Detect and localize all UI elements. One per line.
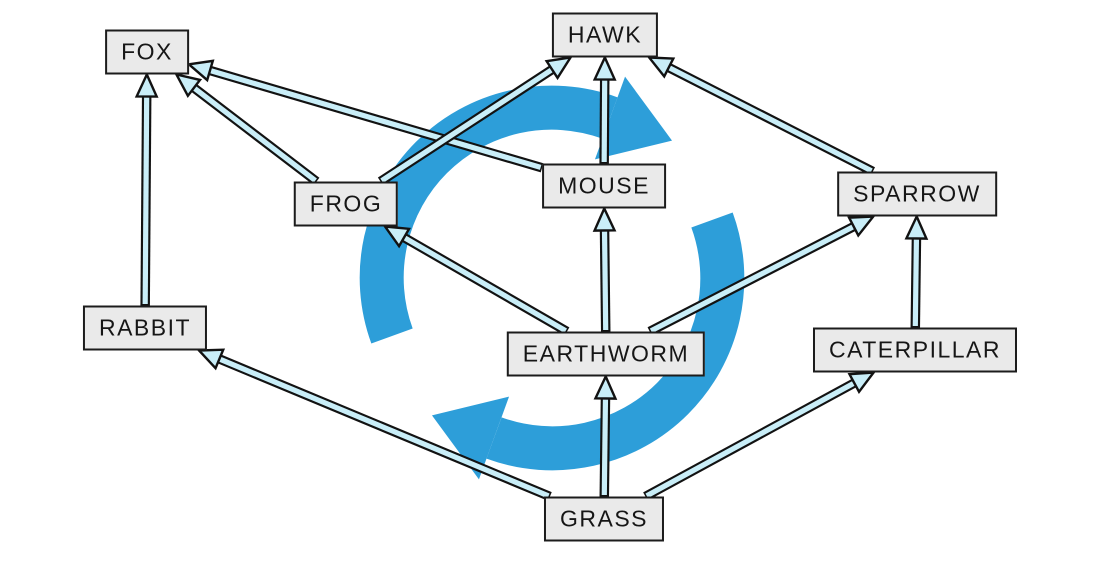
node-hawk: HAWK: [551, 12, 659, 58]
arrow-earthworm-to-mouse: [592, 205, 617, 332]
node-mouse: MOUSE: [542, 163, 666, 209]
arrow-grass-to-earthworm: [593, 373, 618, 497]
arrow-mouse-to-fox: [186, 59, 544, 173]
node-fox: FOX: [105, 29, 189, 75]
arrow-grass-to-rabbit: [196, 348, 552, 501]
arrow-mouse-to-hawk: [592, 54, 617, 164]
energy-flow-arrows: [134, 54, 929, 501]
arrow-frog-to-hawk: [377, 55, 573, 186]
node-sparrow: SPARROW: [837, 171, 997, 217]
node-earthworm: EARTHWORM: [506, 331, 706, 377]
node-rabbit: RABBIT: [82, 305, 208, 351]
arrow-earthworm-to-sparrow: [647, 215, 876, 336]
arrow-grass-to-caterpillar: [643, 371, 877, 501]
cycle-arrows-icon: [359, 76, 745, 480]
node-grass: GRASS: [543, 496, 665, 542]
arrow-frog-to-fox: [174, 72, 320, 186]
arrow-sparrow-to-hawk: [646, 56, 876, 176]
arrow-caterpillar-to-sparrow: [904, 213, 929, 328]
node-caterpillar: CATERPILLAR: [812, 327, 1018, 373]
arrow-earthworm-to-frog: [382, 225, 570, 336]
node-frog: FROG: [293, 181, 399, 227]
arrow-rabbit-to-fox: [134, 71, 159, 306]
